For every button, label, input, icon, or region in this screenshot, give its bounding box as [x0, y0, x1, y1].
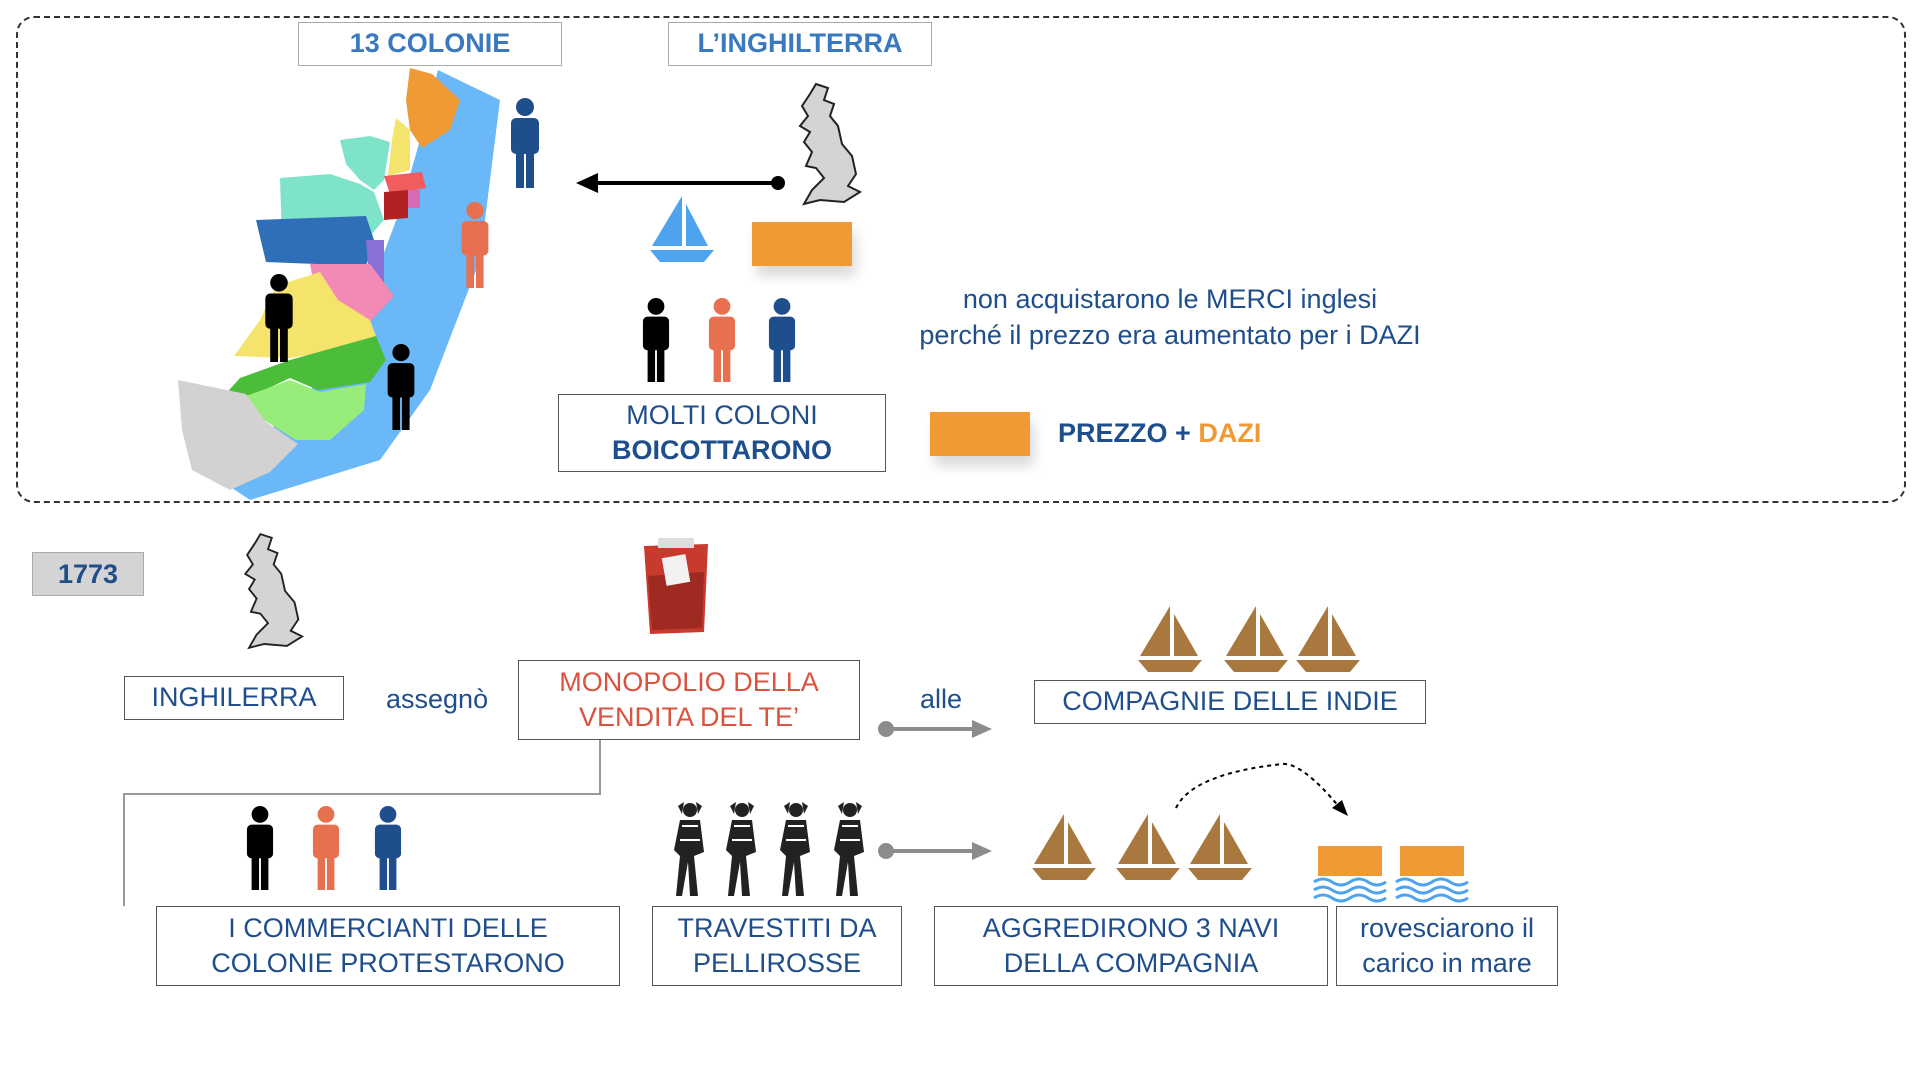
person-icon [642, 298, 670, 382]
assigned-label: assegnò [386, 684, 489, 714]
explanation-line-1: non acquistarono le MERCI inglesi [962, 284, 1378, 314]
england-label: INGHILERRA [151, 682, 317, 713]
person-icon [246, 806, 274, 890]
boycott-line-2: BOICOTTARONO [612, 435, 832, 465]
cargo-crate [1318, 846, 1382, 876]
person-icon [511, 98, 539, 188]
goods-crate [752, 222, 852, 266]
price-label: PREZZO [1058, 418, 1168, 448]
england-box: INGHILERRA [124, 676, 344, 720]
ship-icon [1188, 814, 1252, 880]
companies-label: COMPAGNIE DELLE INDIE [1062, 686, 1398, 717]
attacked-line-2: DELLA COMPAGNIA [1003, 948, 1259, 978]
overturned-box: rovesciarono il carico in mare [1336, 906, 1558, 986]
explanation-line-2: perché il prezzo era aumentato per i DAZ… [919, 320, 1421, 350]
attacked-line-1: AGGREDIRONO 3 NAVI [982, 912, 1280, 943]
plus-sign: + [1175, 418, 1191, 448]
disguised-line-2: PELLIROSSE [692, 948, 862, 978]
person-icon [312, 806, 340, 890]
price-duties-label: PREZZO + DAZI [1058, 418, 1261, 449]
colonies-title: 13 COLONIE [349, 28, 511, 59]
person-icon [768, 298, 796, 382]
waves-icon [1313, 877, 1387, 903]
tea-bag-icon [644, 538, 708, 634]
year-label: 1773 [57, 558, 119, 589]
attacked-box: AGGREDIRONO 3 NAVI DELLA COMPAGNIA [934, 906, 1328, 986]
native-figure-icon [674, 802, 704, 896]
overturned-line-1: rovesciarono il [1359, 912, 1535, 943]
sailboat-icon [650, 196, 714, 262]
uk-map-icon [798, 82, 863, 206]
native-figure-icon [834, 802, 864, 896]
boycott-line-1: MOLTI COLONI [626, 399, 818, 430]
england-title-box: L’INGHILTERRA [668, 22, 932, 66]
monopoly-line-2: VENDITA DEL TE’ [578, 702, 800, 732]
native-figure-icon [726, 802, 756, 896]
ship-icon [1224, 606, 1288, 672]
overturned-line-2: carico in mare [1362, 948, 1532, 978]
person-icon [461, 202, 489, 288]
companies-box: COMPAGNIE DELLE INDIE [1034, 680, 1426, 724]
merchants-line-1: I COMMERCIANTI DELLE [228, 912, 548, 943]
person-icon [265, 274, 293, 362]
cargo-crate [1400, 846, 1464, 876]
branch-connector [123, 740, 601, 906]
price-crate [930, 412, 1030, 456]
boycott-box: MOLTI COLONI BOICOTTARONO [558, 394, 886, 472]
ship-icon [1032, 814, 1096, 880]
to-the-label: alle [920, 684, 963, 714]
duties-label: DAZI [1198, 418, 1262, 448]
merchants-box: I COMMERCIANTI DELLE COLONIE PROTESTARON… [156, 906, 620, 986]
year-badge: 1773 [32, 552, 144, 596]
top-section-frame [16, 16, 1906, 503]
dotted-arrow [1175, 762, 1348, 816]
england-title: L’INGHILTERRA [697, 28, 903, 59]
monopoly-box: MONOPOLIO DELLA VENDITA DEL TE’ [518, 660, 860, 740]
colonies-title-box: 13 COLONIE [298, 22, 562, 66]
ship-icon [1138, 606, 1202, 672]
ship-icon [1116, 814, 1180, 880]
ship-icon [1296, 606, 1360, 672]
person-icon [387, 344, 415, 430]
connector-arrow [878, 842, 992, 860]
person-icon [374, 806, 402, 890]
person-icon [708, 298, 736, 382]
colonies-map [178, 68, 500, 500]
waves-icon [1395, 877, 1469, 903]
uk-map-icon [243, 532, 305, 650]
disguised-line-1: TRAVESTITI DA [677, 912, 877, 943]
merchants-line-2: COLONIE PROTESTARONO [211, 948, 565, 978]
trade-arrow [576, 173, 785, 193]
disguised-box: TRAVESTITI DA PELLIROSSE [652, 906, 902, 986]
native-figure-icon [780, 802, 810, 896]
connector-arrow [878, 720, 992, 738]
monopoly-line-1: MONOPOLIO DELLA [559, 666, 819, 697]
